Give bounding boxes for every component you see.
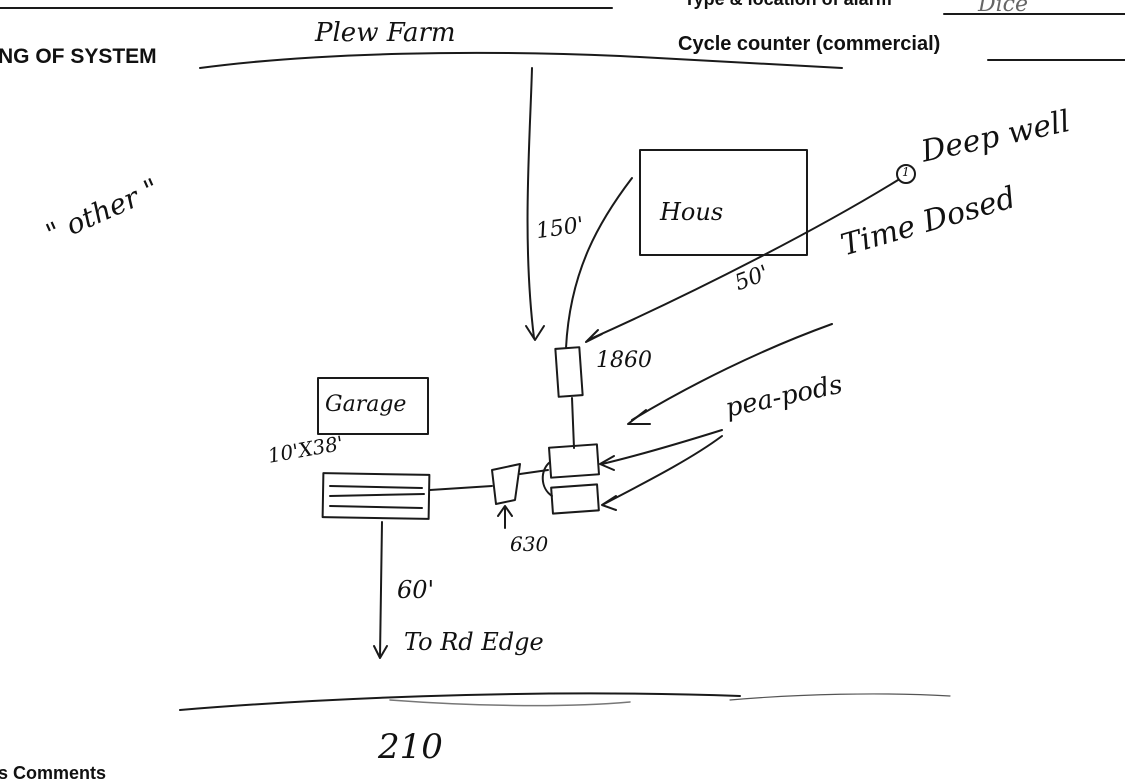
distance-60-label: 60'	[397, 576, 435, 604]
to-road-edge-label: To Rd Edge	[404, 628, 544, 656]
drain-field-lateral-2	[329, 493, 425, 497]
setback-arrowhead	[373, 645, 388, 659]
alarm-field-label: Type & location of alarm	[684, 0, 892, 8]
tank-630-arrowhead	[497, 505, 513, 517]
comments-label: s Comments	[0, 763, 107, 780]
chamber-connector	[541, 461, 553, 497]
tank-630-box	[491, 463, 521, 505]
heading-underline	[199, 51, 843, 69]
garage-label: Garage	[325, 392, 407, 417]
tank-630-to-chamber	[519, 469, 549, 475]
garage-box	[317, 377, 429, 435]
pea-pods-arrow-1-head	[599, 455, 615, 471]
pea-pods-arrow-2-head	[601, 495, 617, 511]
drain-field-lateral-3	[329, 505, 423, 509]
drain-field-box	[321, 472, 431, 520]
road-number-label: 210	[378, 727, 443, 767]
road-edge-thin	[729, 693, 951, 701]
setback-dimension-line	[379, 521, 383, 657]
dose-chamber-1	[548, 443, 600, 479]
house-box	[639, 149, 808, 256]
deep-well-line	[587, 179, 899, 341]
cycle-counter-label: Cycle counter (commercial)	[678, 33, 941, 55]
tank-1860-label: 1860	[596, 348, 652, 373]
alarm-field-value: Dice	[978, 0, 1029, 17]
well-number-label: 1	[902, 165, 910, 179]
pea-pods-arrow-1	[601, 429, 723, 465]
header-label: NG OF SYSTEM	[0, 45, 157, 68]
time-dosed-arrowhead	[627, 409, 651, 425]
tank-1860-box	[554, 346, 584, 398]
deep-well-arrowhead	[585, 329, 603, 343]
pea-pods-arrow-2	[603, 435, 723, 505]
tank-630-label: 630	[510, 532, 549, 556]
dose-chamber-2	[550, 483, 600, 515]
house-pipe	[565, 177, 633, 349]
heading-handwriting: Plew Farm	[315, 18, 456, 48]
well-marker-circle	[896, 164, 916, 184]
tank-outlet-line	[571, 397, 575, 449]
house-label: Hous	[660, 198, 724, 226]
field-to-tank-line	[429, 485, 493, 491]
road-edge-line	[179, 692, 741, 711]
time-dosed-arrow	[631, 323, 833, 421]
road-edge-secondary	[389, 699, 631, 707]
flow-arrow-1860	[526, 67, 535, 339]
drain-field-lateral-1	[329, 485, 423, 489]
flow-arrow-1860-head	[525, 325, 545, 341]
